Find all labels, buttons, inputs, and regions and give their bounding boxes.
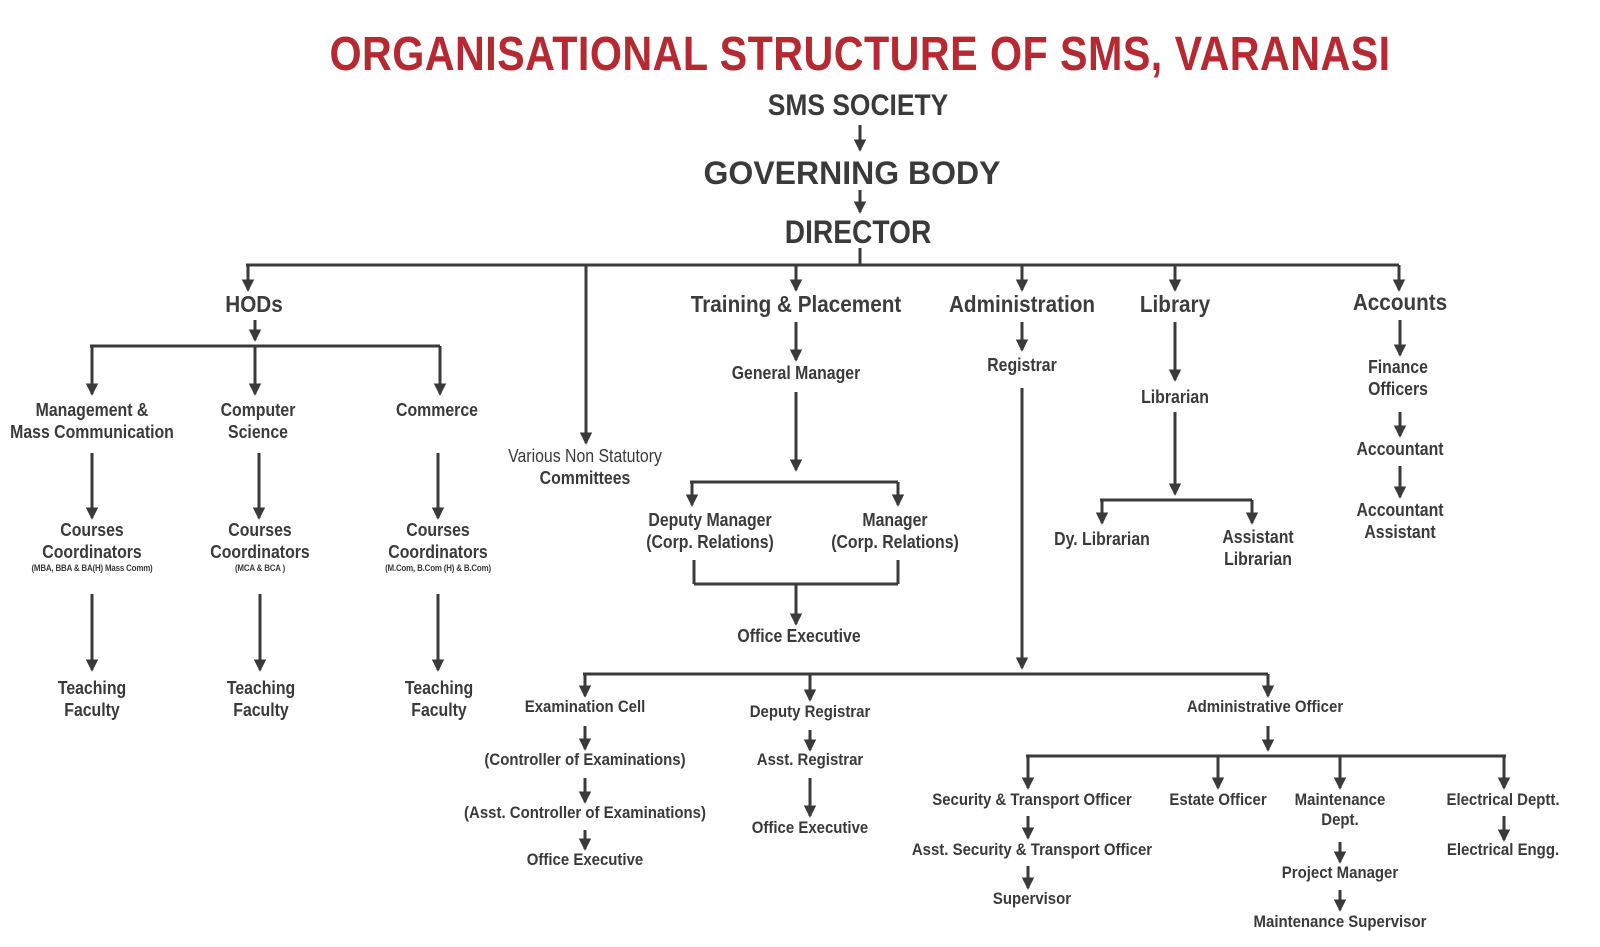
node-commerce: Commerce (396, 400, 478, 420)
node-security-transport-officer: Security & Transport Officer (932, 790, 1132, 809)
node-library: Library (1139, 291, 1211, 317)
node-hods: HODs (225, 291, 283, 317)
node-administration: Administration (948, 291, 1096, 317)
note-mgmt-courses: (MBA, BBA & BA(H) Mass Comm) (31, 563, 153, 574)
node-director: DIRECTOR (784, 214, 932, 250)
node-deputy-manager: Deputy Manager(Corp. Relations) (646, 510, 774, 552)
node-sms-society: SMS SOCIETY (767, 89, 949, 122)
node-asst-registrar: Asst. Registrar (756, 750, 864, 769)
node-dy-librarian: Dy. Librarian (1054, 529, 1150, 549)
node-project-manager: Project Manager (1281, 863, 1399, 882)
node-estate-officer: Estate Officer (1169, 790, 1267, 809)
node-manager-corp-relations: Manager(Corp. Relations) (831, 510, 959, 552)
chart-title: ORGANISATIONAL STRUCTURE OF SMS, VARANAS… (329, 28, 1391, 81)
node-deputy-registrar: Deputy Registrar (749, 702, 871, 721)
node-asst-security-transport-officer: Asst. Security & Transport Officer (911, 840, 1153, 859)
node-office-executive-registrar: Office Executive (751, 818, 869, 837)
node-electrical-deptt: Electrical Deptt. (1446, 790, 1560, 809)
node-examination-cell: Examination Cell (524, 697, 646, 716)
node-office-executive-exam: Office Executive (526, 850, 644, 869)
note-cs-courses: (MCA & BCA ) (234, 563, 286, 574)
node-accountant: Accountant (1356, 439, 1444, 459)
node-electrical-engg: Electrical Engg. (1446, 840, 1560, 859)
node-office-executive-tp: Office Executive (737, 626, 861, 646)
node-controller-of-examinations: (Controller of Examinations) (484, 750, 686, 769)
node-maintenance-supervisor: Maintenance Supervisor (1253, 912, 1427, 931)
note-commerce-courses: (M.Com, B.Com (H) & B.Com) (385, 563, 491, 574)
node-general-manager: General Manager (731, 363, 861, 383)
node-accounts: Accounts (1352, 289, 1448, 315)
node-management-mass-comm: Management &Mass Communication (10, 400, 174, 442)
node-librarian: Librarian (1141, 387, 1209, 407)
node-administrative-officer: Administrative Officer (1186, 697, 1344, 716)
node-supervisor: Supervisor (992, 889, 1072, 908)
node-registrar: Registrar (987, 355, 1057, 375)
node-training-placement: Training & Placement (690, 291, 902, 317)
node-governing-body: GOVERNING BODY (703, 155, 1001, 191)
node-asst-controller-of-examinations: (Asst. Controller of Examinations) (464, 803, 706, 822)
